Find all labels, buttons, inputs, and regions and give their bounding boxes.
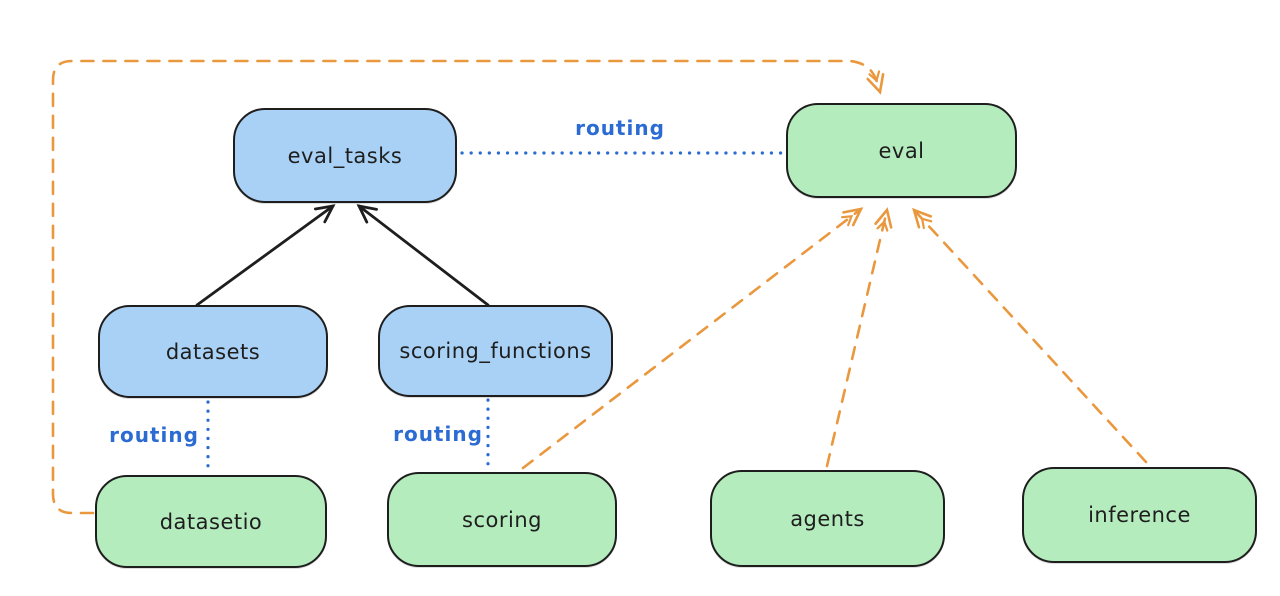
- node-datasetio-label: datasetio: [159, 509, 263, 534]
- edge-scoring-functions-to-eval-tasks: [356, 204, 490, 307]
- node-scoring-label: scoring: [462, 507, 542, 532]
- node-eval-tasks-label: eval_tasks: [287, 143, 403, 168]
- node-agents-label: agents: [790, 506, 865, 531]
- node-scoring-functions: scoring_functions: [378, 305, 613, 397]
- node-datasets: datasets: [98, 305, 328, 398]
- edge-scoring-to-eval: [521, 207, 864, 470]
- node-agents: agents: [710, 470, 945, 567]
- edge-label-routing-top: routing: [575, 116, 665, 140]
- node-datasetio: datasetio: [95, 475, 327, 568]
- edge-agents-to-eval: [825, 207, 893, 468]
- node-datasets-label: datasets: [165, 339, 261, 364]
- node-inference: inference: [1022, 467, 1257, 563]
- node-eval-tasks: eval_tasks: [233, 108, 457, 203]
- edge-label-routing-scoring: routing: [393, 422, 483, 446]
- node-eval: eval: [786, 103, 1017, 198]
- node-scoring: scoring: [387, 472, 617, 567]
- edge-datasetio-to-eval: [51, 59, 885, 515]
- edge-datasets-to-eval-tasks: [195, 204, 336, 307]
- node-eval-label: eval: [878, 138, 925, 163]
- edge-inference-to-eval: [912, 207, 1148, 464]
- node-inference-label: inference: [1088, 503, 1191, 527]
- node-scoring-functions-label: scoring_functions: [399, 339, 592, 363]
- edge-label-routing-datasets: routing: [109, 423, 199, 447]
